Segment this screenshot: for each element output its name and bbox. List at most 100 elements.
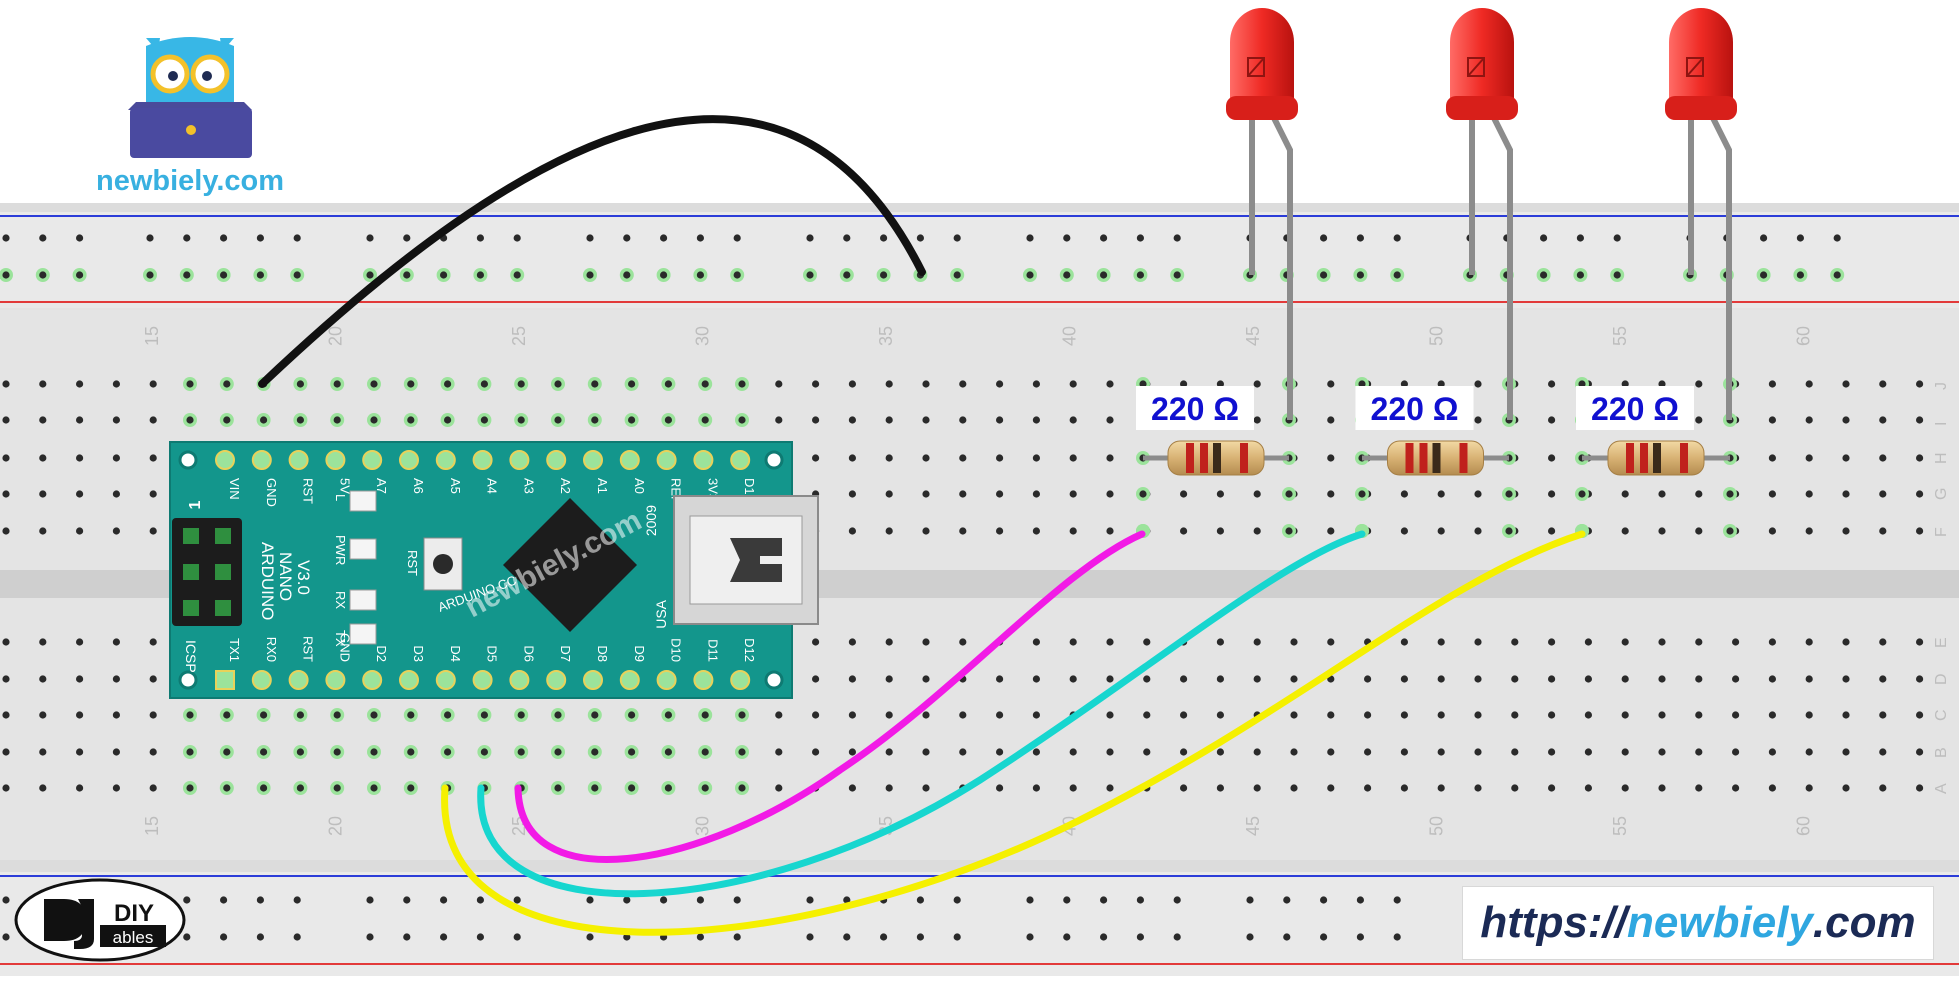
- breadboard-hole: [440, 377, 455, 391]
- breadboard-hole: [1879, 748, 1887, 756]
- breadboard-hole: [1216, 748, 1224, 756]
- rail-hole: [733, 234, 741, 242]
- rail-hole: [403, 234, 411, 242]
- breadboard-hole: [256, 781, 271, 795]
- website-url[interactable]: https://newbiely.com: [1462, 886, 1934, 960]
- breadboard-hole: [330, 745, 345, 759]
- breadboard-hole: [293, 413, 308, 427]
- rail-hole: [1393, 933, 1401, 941]
- rail-hole: [623, 234, 631, 242]
- breadboard-hole: [1732, 711, 1740, 719]
- rail-hole: [806, 896, 814, 904]
- breadboard-hole: [996, 527, 1004, 535]
- top-pin: [362, 450, 383, 470]
- breadboard-hole: [1695, 416, 1703, 424]
- rail-hole: [1756, 268, 1771, 282]
- breadboard-hole: [1069, 454, 1077, 462]
- top-pin-label: GND: [264, 478, 279, 507]
- breadboard-hole: [183, 781, 197, 795]
- rail-hole: [953, 896, 961, 904]
- breadboard-hole: [885, 380, 893, 388]
- breadboard-hole: [1584, 748, 1592, 756]
- breadboard-hole: [1106, 454, 1114, 462]
- breadboard-hole: [1069, 638, 1077, 646]
- rail-hole: [843, 896, 851, 904]
- country-label: USA: [653, 599, 669, 628]
- bottom-pin: [362, 670, 383, 690]
- rail-hole: [1136, 896, 1144, 904]
- breadboard-hole: [885, 638, 893, 646]
- top-pin-label: VIN: [227, 478, 242, 500]
- breadboard-hole: [1069, 490, 1077, 498]
- model-line-1: ARDUINO: [258, 542, 277, 620]
- breadboard-hole: [922, 490, 930, 498]
- breadboard-hole: [1879, 711, 1887, 719]
- bottom-pin: [730, 670, 751, 690]
- breadboard-hole: [661, 781, 676, 795]
- rail-hole: [1173, 896, 1181, 904]
- rail-hole: [656, 268, 671, 282]
- breadboard-hole: [1805, 416, 1813, 424]
- year-label: 2009: [643, 505, 659, 536]
- rail-hole: [363, 268, 377, 282]
- breadboard-hole: [812, 675, 820, 683]
- breadboard-hole: [698, 377, 713, 391]
- breadboard-hole: [183, 413, 197, 427]
- resistor-label-bg: [1355, 386, 1474, 430]
- breadboard-hole: [112, 454, 120, 462]
- breadboard-hole: [1143, 711, 1151, 719]
- led-tx-label: TX: [333, 630, 348, 647]
- breadboard-hole: [1143, 638, 1151, 646]
- led-pwr-label: PWR: [333, 535, 348, 565]
- breadboard-hole: [848, 638, 857, 646]
- bottom-pin: [509, 670, 530, 690]
- breadboard-hole: [1355, 487, 1369, 501]
- breadboard-hole: [1842, 711, 1850, 719]
- rail-hole: [1026, 896, 1034, 904]
- breadboard-hole: [775, 748, 783, 756]
- breadboard-hole: [1842, 784, 1850, 792]
- breadboard-hole: [149, 416, 157, 424]
- breadboard-hole: [735, 708, 749, 722]
- breadboard-hole: [76, 490, 84, 498]
- breadboard-hole: [922, 527, 930, 535]
- breadboard-hole: [1584, 784, 1592, 792]
- bottom-pin: [435, 670, 456, 690]
- top-pin-label: 5V: [337, 478, 352, 494]
- breadboard-hole: [848, 527, 857, 535]
- breadboard-hole: [1106, 784, 1114, 792]
- rail-hole: [179, 268, 194, 282]
- rail-hole: [1610, 268, 1625, 282]
- breadboard-hole: [1916, 527, 1924, 535]
- rail-hole: [440, 933, 448, 941]
- breadboard-hole: [477, 413, 492, 427]
- breadboard-hole: [1732, 638, 1740, 646]
- breadboard-hole: [1069, 748, 1077, 756]
- breadboard-hole: [330, 377, 345, 391]
- rail-hole: [660, 896, 668, 904]
- breadboard-hole: [624, 745, 639, 759]
- breadboard-hole: [1511, 675, 1519, 683]
- breadboard-hole: [1842, 748, 1850, 756]
- breadboard-hole: [1327, 416, 1335, 424]
- breadboard-hole: [1290, 638, 1298, 646]
- breadboard-hole: [1216, 711, 1224, 719]
- breadboard-hole: [1548, 527, 1556, 535]
- breadboard-hole: [1400, 748, 1408, 756]
- breadboard-hole: [1621, 527, 1629, 535]
- breadboard-hole: [848, 784, 857, 792]
- top-pin: [730, 450, 751, 470]
- breadboard-hole: [1474, 675, 1482, 683]
- breadboard-hole: [112, 416, 120, 424]
- breadboard-hole: [1032, 748, 1040, 756]
- column-number: 45: [1243, 326, 1263, 346]
- top-pin: [472, 450, 493, 470]
- rail-hole: [803, 268, 817, 282]
- bottom-pin-label: TX1: [227, 638, 242, 662]
- breadboard-hole: [1032, 527, 1040, 535]
- breadboard-hole: [1180, 784, 1188, 792]
- breadboard-hole: [812, 748, 820, 756]
- breadboard-hole: [1879, 527, 1887, 535]
- rail-hole: [1246, 933, 1254, 941]
- breadboard-hole: [812, 711, 820, 719]
